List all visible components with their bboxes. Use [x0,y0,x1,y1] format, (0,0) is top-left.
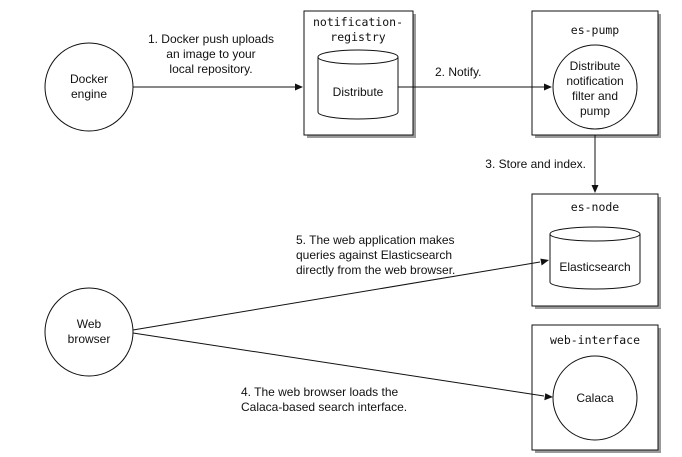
es-pump-circle [552,44,638,130]
distribute-label: Distribute [333,85,384,99]
web-browser-circle [44,287,134,377]
web-interface-node: web-interface Calaca [531,324,661,453]
web-browser-node: Web browser [44,287,134,377]
edge-load-interface-line [132,332,545,397]
elasticsearch-cylinder-body [549,234,641,290]
calaca-circle [552,355,638,441]
elasticsearch-label: Elasticsearch [559,260,630,274]
edge-notify-arrowhead [544,83,552,91]
distribute-cylinder [317,49,399,120]
es-pump-label-line1: Distribute [570,59,621,73]
edge-notify-label: 2. Notify. [435,65,481,79]
es-pump-label-line4: pump [580,104,610,118]
distribute-cylinder-top [317,49,399,65]
elasticsearch-cylinder [549,226,641,290]
web-interface-title: web-interface [550,333,640,347]
elasticsearch-cylinder-top [549,226,641,242]
notification-registry-title-line1: notification- [313,15,403,29]
notification-registry-node: notification- registry Distribute [303,10,416,138]
es-pump-label-line2: notification [566,74,623,88]
edge-load-interface: 4. The web browser loads the Calaca-base… [132,332,553,414]
edge-load-interface-label-line1: 4. The web browser loads the [241,385,399,399]
edge-query-label-line1: 5. The web application makes [296,233,455,247]
web-browser-label-line2: browser [68,332,111,346]
edge-docker-push-label-line1: 1. Docker push uploads [148,32,274,46]
docker-engine-label-line1: Docker [70,72,108,86]
edge-store-index-label: 3. Store and index. [485,157,586,171]
edge-docker-push: 1. Docker push uploads an image to your … [133,32,303,91]
docker-engine-label-line2: engine [71,87,107,101]
es-node-title: es-node [571,200,620,214]
web-browser-label-line1: Web [77,317,102,331]
edge-query-line [132,261,541,331]
distribute-cylinder-body [317,57,399,120]
edge-docker-push-label-line2: an image to your [166,47,255,61]
es-pump-title: es-pump [571,23,620,37]
edge-query-label-line2: queries against Elasticsearch [296,248,452,262]
es-node-node: es-node Elasticsearch [531,193,661,309]
edge-docker-push-arrowhead [295,83,303,91]
edge-load-interface-arrowhead [544,393,553,401]
edge-notify: 2. Notify. [398,65,552,91]
notification-registry-title-line2: registry [330,30,385,44]
edge-store-index-arrowhead [591,185,599,193]
edge-query: 5. The web application makes queries aga… [132,233,549,331]
edge-docker-push-label-line3: local repository. [169,62,252,76]
edge-store-index: 3. Store and index. [485,135,599,193]
docker-engine-node: Docker engine [44,42,134,132]
edge-query-arrowhead [540,258,549,266]
es-pump-node: es-pump Distribute notification filter a… [531,10,661,138]
edge-query-label-line3: directly from the web browser. [296,263,455,277]
es-pump-label-line3: filter and [572,89,618,103]
calaca-label: Calaca [576,391,614,405]
edge-load-interface-label-line2: Calaca-based search interface. [241,400,407,414]
